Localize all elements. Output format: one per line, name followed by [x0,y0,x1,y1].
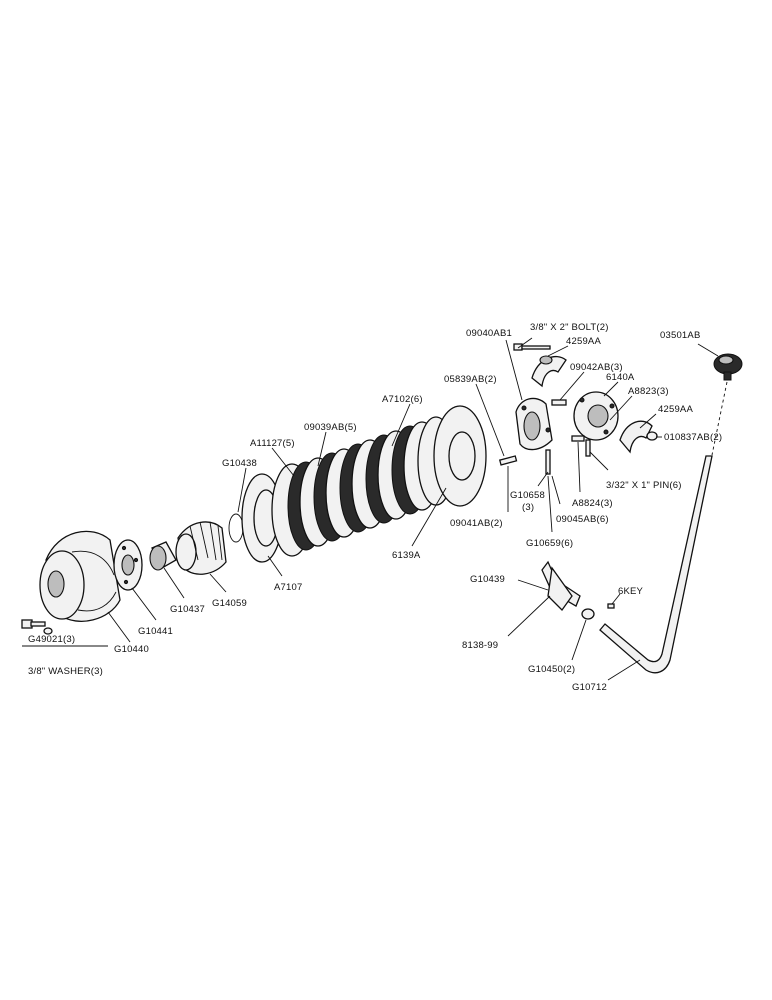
label-6140a: 6140A [606,372,635,383]
label-a8823: A8823(3) [628,386,669,397]
label-6139a: 6139A [392,550,421,561]
key-part [607,603,615,609]
label-a8824: A8824(3) [572,498,613,509]
nut-010837-part [646,431,658,441]
label-washer: 3/8" WASHER(3) [28,666,103,677]
part-labels: 3/8" X 2" BOLT(2) 09040AB1 4259AA 03501A… [28,322,722,693]
label-g14059: G14059 [212,598,247,609]
label-bolt: 3/8" X 2" BOLT(2) [530,322,609,333]
label-g10712: G10712 [572,682,607,693]
leader-lines [22,337,719,681]
label-g10658: G10658 [510,490,545,501]
label-g10658-qty: (3) [522,502,534,513]
label-4259aa-right: 4259AA [658,404,693,415]
label-g49021: G49021(3) [28,634,75,645]
splined-hub-part [175,521,227,575]
label-a11127: A11127(5) [250,438,295,449]
housing-part [515,397,553,451]
label-8138-99: 8138-99 [462,640,498,651]
collar-top-part [531,355,567,388]
clutch-disc-stack [271,405,487,557]
pin-09045-part [585,439,591,457]
label-g10440: G10440 [114,644,149,655]
knob-part [713,353,743,381]
collar-right-part [619,420,653,454]
cover-part [573,391,619,441]
label-09045ab: 09045AB(6) [556,514,609,525]
label-a7107: A7107 [274,582,302,593]
washer-g10450-part [581,608,595,620]
label-a7102: A7102(6) [382,394,423,405]
bolt-part [21,619,53,635]
label-09039ab: 09039AB(5) [304,422,357,433]
shift-lever-part [599,455,713,674]
label-09041ab: 09041AB(2) [450,518,503,529]
flange-part [113,539,143,591]
label-g10438: G10438 [222,458,257,469]
label-05839ab: 05839AB(2) [444,374,497,385]
bearing-part [149,541,177,571]
shift-fork-part [541,560,581,612]
label-09040ab1: 09040AB1 [466,328,512,339]
pin-a8824-part [571,435,585,442]
snap-ring-part [228,513,244,543]
label-g10450: G10450(2) [528,664,575,675]
label-pin: 3/32" X 1" PIN(6) [606,480,682,491]
label-4259aa-top: 4259AA [566,336,601,347]
label-g10441: G10441 [138,626,173,637]
label-010837ab: 010837AB(2) [664,432,722,443]
stud-09042-part [551,399,567,406]
label-key: 6KEY [618,586,644,597]
knob-shaft-dashed-line [711,381,728,456]
label-g10437: G10437 [170,604,205,615]
label-03501ab: 03501AB [660,330,701,341]
clutch-drum-part [39,530,121,622]
long-bolt-part [513,343,551,351]
label-09042ab: 09042AB(3) [570,362,623,373]
pin-g10658-part [545,449,551,475]
label-g10439: G10439 [470,574,505,585]
label-g10659: G10659(6) [526,538,573,549]
stud-05839-part [498,455,518,466]
